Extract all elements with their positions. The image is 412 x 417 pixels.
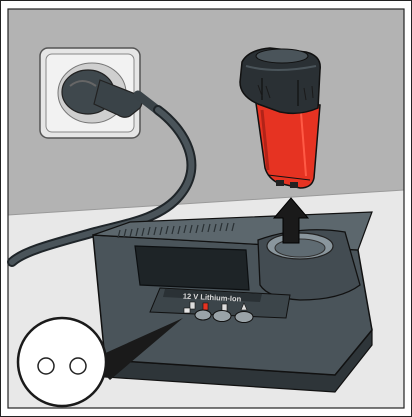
- callout-led-off-1: [38, 358, 54, 374]
- callout-led-off-2: [70, 358, 86, 374]
- charger-body: 12 V Lithium-Ion: [93, 212, 372, 392]
- indicator-lamp: [184, 308, 190, 313]
- battery-error-icon: [203, 303, 208, 310]
- status-led-right: [235, 312, 253, 323]
- status-led-middle: [213, 311, 231, 322]
- battery-charging-icon: [222, 304, 227, 311]
- status-led-left: [195, 310, 211, 320]
- battery-level-icon: [190, 302, 195, 309]
